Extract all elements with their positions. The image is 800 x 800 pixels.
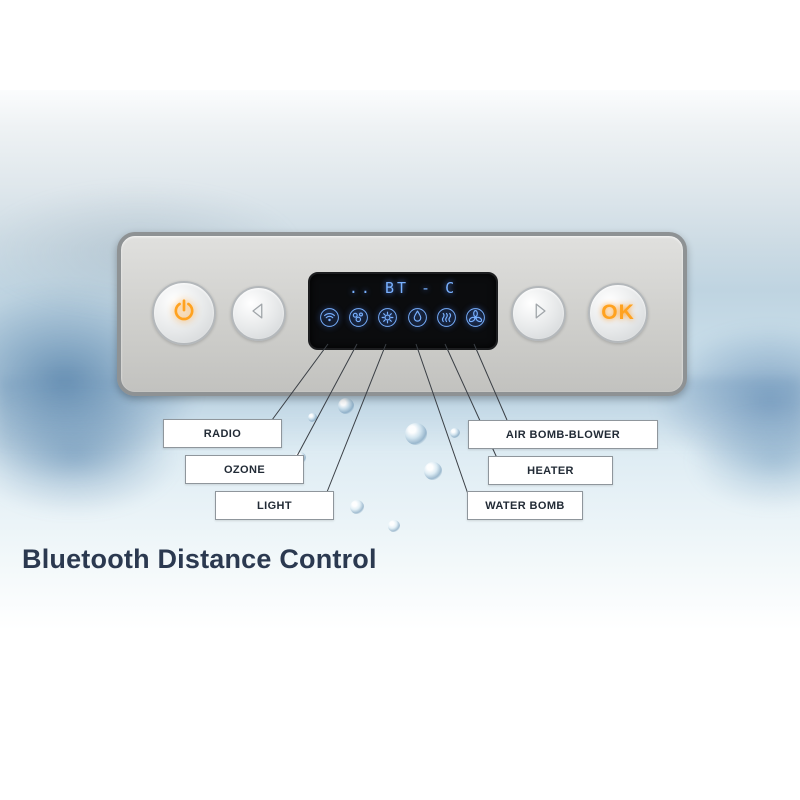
heater-icon	[436, 307, 458, 329]
next-button[interactable]	[511, 286, 566, 341]
ozone-icon	[348, 307, 370, 329]
lcd-display: .. BT - C	[308, 272, 498, 350]
power-button[interactable]	[152, 281, 216, 345]
label-radio: RADIO	[163, 419, 282, 448]
label-water-bomb: WATER BOMB	[467, 491, 583, 520]
ok-button[interactable]: OK	[588, 283, 648, 343]
label-heater: HEATER	[488, 456, 613, 485]
water-splash-decoration	[0, 395, 180, 515]
power-icon	[170, 297, 198, 330]
previous-button[interactable]	[231, 286, 286, 341]
label-light: LIGHT	[215, 491, 334, 520]
arrow-left-icon	[248, 300, 270, 327]
label-ozone: OZONE	[185, 455, 304, 484]
radio-icon	[319, 307, 341, 329]
arrow-right-icon	[528, 300, 550, 327]
water-bomb-icon	[407, 307, 429, 329]
air-bomb-blower-icon	[465, 307, 487, 329]
ok-label: OK	[601, 301, 635, 324]
page-title: Bluetooth Distance Control	[22, 544, 377, 574]
display-icon-row	[310, 305, 496, 329]
water-splash-decoration	[690, 410, 800, 510]
label-air-bomb-blower: AIR BOMB-BLOWER	[468, 420, 658, 449]
light-icon	[377, 307, 399, 329]
display-readout: .. BT - C	[348, 279, 458, 297]
